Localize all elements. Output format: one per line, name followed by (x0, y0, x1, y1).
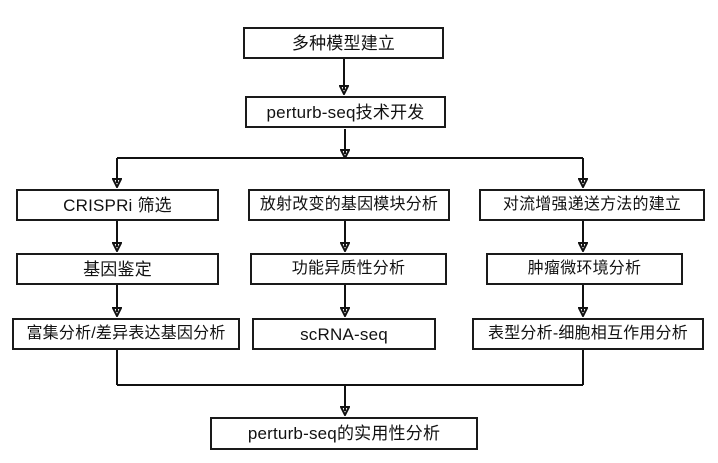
node-end-utility-analysis-label: perturb-seq的实用性分析 (247, 424, 441, 443)
node-enrichment-deg-analysis[interactable]: 富集分析/差异表达基因分析 (12, 318, 240, 350)
node-radiation-gene-module-analysis-label: 放射改变的基因模块分析 (259, 196, 439, 213)
node-scrna-seq[interactable]: scRNA-seq (252, 318, 436, 350)
node-scrna-seq-label: scRNA-seq (300, 324, 388, 344)
node-functional-heterogeneity-analysis-label: 功能异质性分析 (291, 260, 406, 277)
node-radiation-gene-module-analysis[interactable]: 放射改变的基因模块分析 (248, 189, 450, 221)
node-functional-heterogeneity-analysis[interactable]: 功能异质性分析 (250, 253, 447, 285)
node-convection-enhanced-delivery[interactable]: 对流增强递送方法的建立 (479, 189, 705, 221)
node-crispri-screen-label: CRISPRi 筛选 (63, 195, 172, 215)
node-tumor-microenvironment-analysis[interactable]: 肿瘤微环境分析 (486, 253, 683, 285)
node-phenotype-cell-interaction-analysis[interactable]: 表型分析-细胞相互作用分析 (472, 318, 704, 350)
node-start-label: 多种模型建立 (291, 33, 396, 53)
node-tech-development[interactable]: perturb-seq技术开发 (245, 96, 446, 128)
node-gene-identification-label: 基因鉴定 (83, 259, 152, 279)
node-end-utility-analysis[interactable]: perturb-seq的实用性分析 (210, 417, 478, 450)
node-crispri-screen[interactable]: CRISPRi 筛选 (16, 189, 219, 221)
node-tech-development-label: perturb-seq技术开发 (266, 102, 425, 122)
node-enrichment-deg-analysis-label: 富集分析/差异表达基因分析 (26, 325, 226, 342)
node-tumor-microenvironment-analysis-label: 肿瘤微环境分析 (527, 260, 642, 277)
node-gene-identification[interactable]: 基因鉴定 (16, 253, 219, 285)
node-convection-enhanced-delivery-label: 对流增强递送方法的建立 (502, 196, 682, 213)
node-start[interactable]: 多种模型建立 (243, 27, 444, 59)
node-phenotype-cell-interaction-analysis-label: 表型分析-细胞相互作用分析 (488, 325, 688, 342)
